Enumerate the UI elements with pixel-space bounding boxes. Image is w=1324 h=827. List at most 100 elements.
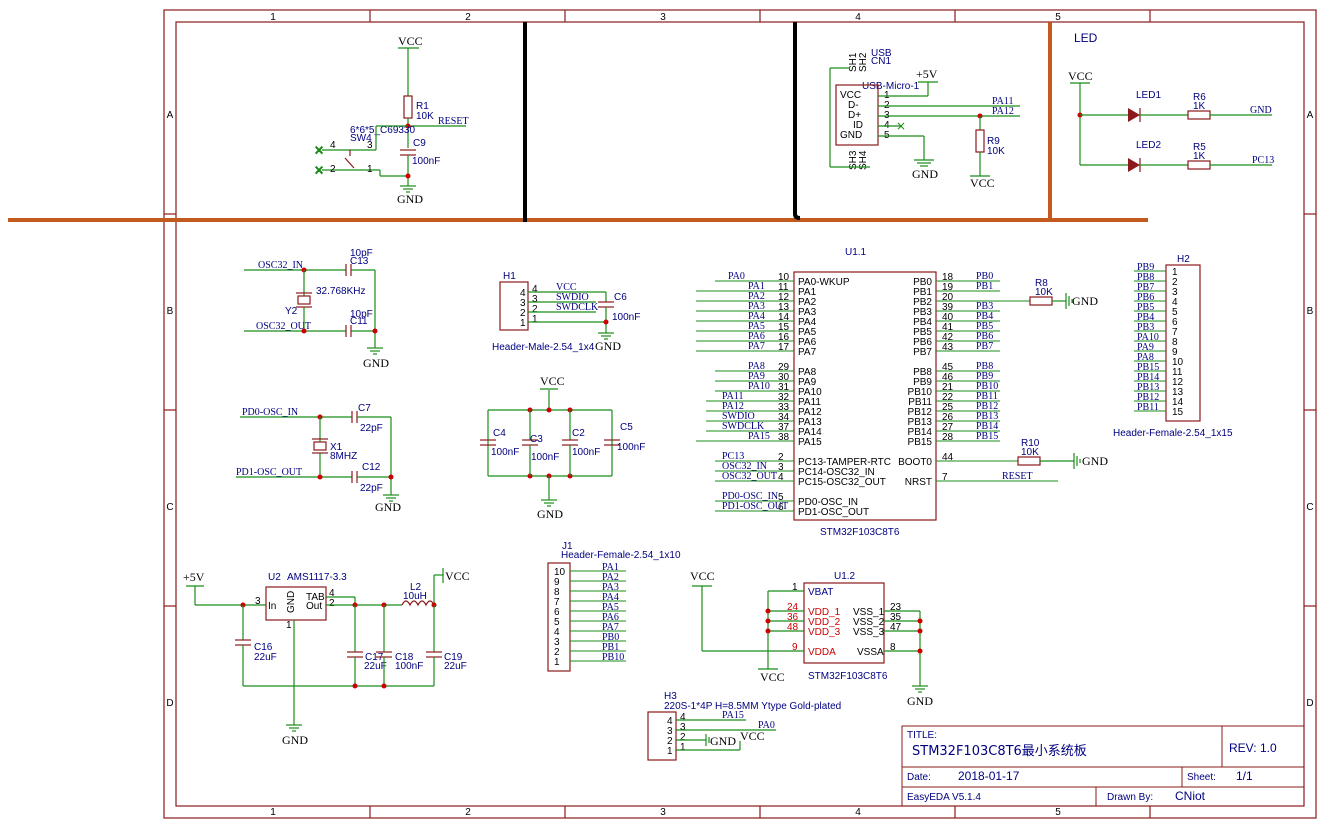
- u1-1-pin-name: PC14-OSC32_IN: [798, 467, 875, 478]
- r8-gnd: GND: [1072, 294, 1098, 308]
- u2-body: [265, 586, 327, 621]
- h2-body: [1165, 264, 1201, 422]
- u1-1-net-pa6: PA6: [748, 331, 765, 342]
- led-gnd-net: GND: [1250, 105, 1272, 116]
- u1-2-pin48: 48: [787, 622, 799, 633]
- u1-2-pin9: 9: [792, 642, 798, 653]
- drawn-label: Drawn By:: [1107, 792, 1153, 803]
- c4-value: 100nF: [491, 447, 519, 458]
- h1-pin-num-3: 3: [520, 298, 526, 309]
- osc32-gnd: GND: [363, 356, 389, 370]
- j1-pin-num: 3: [554, 637, 560, 648]
- j1-body: [547, 562, 571, 672]
- u1-1-net-right: PB4: [976, 311, 993, 322]
- l2-ref: L2: [410, 582, 422, 593]
- j1-net: PA6: [602, 612, 619, 623]
- u1-1-pin-num: 3: [778, 462, 784, 473]
- decoup-gnd: GND: [537, 507, 563, 521]
- title-label: TITLE:: [907, 730, 937, 741]
- col-label-5: 5: [1055, 12, 1061, 23]
- h2-pin-num: 15: [1172, 407, 1184, 418]
- crystal-y2: [297, 295, 311, 305]
- c17-ref: C17: [365, 652, 384, 663]
- h2-pin-num: 12: [1172, 377, 1184, 388]
- title-value: STM32F103C8T6最小系统板: [912, 744, 1087, 759]
- h1-pin-num-1: 1: [520, 318, 526, 329]
- c5-value: 100nF: [617, 442, 645, 453]
- u1-1-net-osc32_out: OSC32_OUT: [722, 471, 777, 482]
- pa12-net: PA12: [992, 106, 1014, 117]
- r5-value: 1K: [1193, 151, 1206, 162]
- c9-value: 100nF: [412, 156, 440, 167]
- h3-vcc: VCC: [740, 729, 765, 743]
- h1-pin-num-4: 4: [520, 288, 526, 299]
- u1-1-pin-num-right: 43: [942, 342, 954, 353]
- u1-2-pin23: 23: [890, 602, 902, 613]
- h2-net: PB7: [1137, 282, 1154, 293]
- u1-1-pin-name-right: PB3: [913, 307, 932, 318]
- row-label-b-right: B: [1307, 306, 1314, 317]
- h1-pin-4: 4: [532, 284, 538, 295]
- col-label-3: 3: [660, 12, 666, 23]
- u1-1-pin-num: 16: [778, 332, 790, 343]
- u1-1-pin-name-right: PB0: [913, 277, 932, 288]
- u1-1-pin-num-right: 46: [942, 372, 954, 383]
- c2-value: 100nF: [572, 447, 600, 458]
- osc32-in-net: OSC32_IN: [258, 260, 303, 271]
- r10-value: 10K: [1021, 447, 1039, 458]
- h2-net: PB12: [1137, 392, 1159, 403]
- c7-ref: C7: [358, 403, 371, 414]
- u1-1-net-pa11: PA11: [722, 391, 744, 402]
- u1-1-net-right: PB1: [976, 281, 993, 292]
- j1-pin-num: 1: [554, 657, 560, 668]
- sw-pin-4: 4: [330, 140, 336, 151]
- h3-inner-4: 4: [667, 716, 673, 727]
- h3-inner-1: 1: [667, 746, 673, 757]
- u1-1-net-right: PB6: [976, 331, 993, 342]
- u1-1-pin-num: 11: [778, 282, 789, 293]
- col-label-1: 1: [270, 12, 276, 23]
- resistor-r8: [1029, 296, 1053, 306]
- c16-value: 22uF: [254, 652, 277, 663]
- u1-2-vbat: VBAT: [808, 587, 833, 598]
- usb-sh1: SH1: [848, 52, 859, 72]
- col-label-5-bottom: 5: [1055, 807, 1061, 818]
- usb-pin-dm: D-: [848, 100, 859, 111]
- u1-2-vss1: VSS_1: [853, 607, 885, 618]
- u2-in: In: [268, 601, 276, 612]
- header-h3: H3 220S-1*4P H=8.5MM Ytype Gold-plated 4…: [647, 691, 841, 761]
- u1-2-pin35: 35: [890, 612, 902, 623]
- h1-pin-1: 1: [532, 314, 538, 325]
- date-label: Date:: [907, 772, 931, 783]
- sw-pin-2: 2: [330, 164, 336, 175]
- svg-text:×: ×: [314, 143, 324, 157]
- u1-2-vss3: VSS_3: [853, 627, 885, 638]
- pc13-net: PC13: [1252, 155, 1274, 166]
- u1-1-pin-name-right: NRST: [905, 477, 932, 488]
- j1-net: PA3: [602, 582, 619, 593]
- h2-pin-num: 8: [1172, 337, 1178, 348]
- j1-net: PA5: [602, 602, 619, 613]
- u1-1-pin-name: PA7: [798, 347, 817, 358]
- u2-pin2: 2: [329, 598, 335, 609]
- u1-1-pin-num-right: 41: [942, 322, 954, 333]
- u1-1-net-pa10: PA10: [748, 381, 770, 392]
- u1-1-pin-num-right: 21: [942, 382, 954, 393]
- usb-pin-dp: D+: [848, 110, 861, 121]
- j1-ref: J1: [562, 541, 573, 552]
- u1-1-pin-num-right: 22: [942, 392, 954, 403]
- u2-pin1: 1: [286, 620, 292, 631]
- j1-part: Header-Female-2.54_1x10: [561, 550, 681, 561]
- u1-1-pin-name: PA9: [798, 377, 817, 388]
- h2-pin-num: 7: [1172, 327, 1178, 338]
- u2-pin4: 4: [329, 588, 335, 599]
- u1-2-part: STM32F103C8T6: [808, 671, 888, 682]
- osc8m-circuit: PD0-OSC_IN C7 22pF X1 8MHZ PD1-OSC_OUT C…: [236, 403, 401, 514]
- u1-1-net-right: PB0: [976, 271, 993, 282]
- r6-ref: R6: [1193, 92, 1206, 103]
- osc8m-gnd: GND: [375, 500, 401, 514]
